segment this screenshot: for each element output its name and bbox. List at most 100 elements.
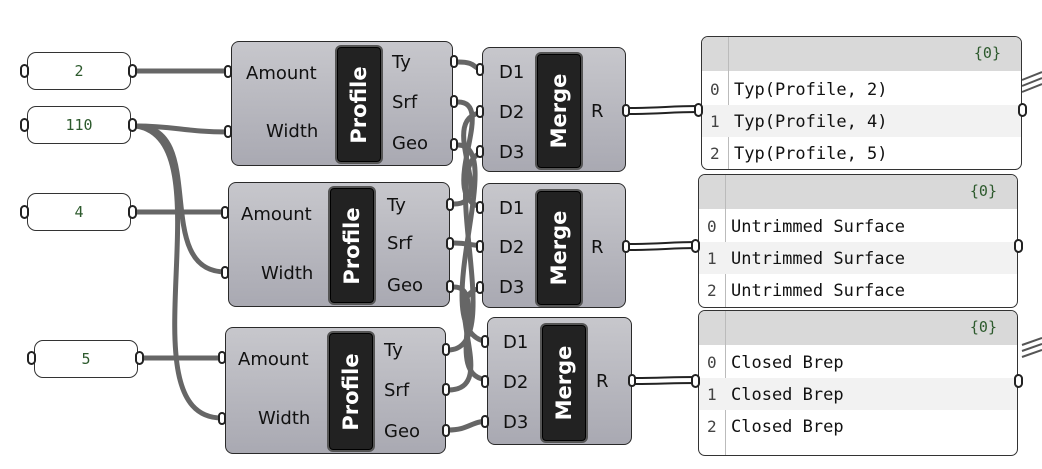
list-item: 0 Typ(Profile, 2) (702, 73, 1021, 105)
input-port[interactable] (221, 206, 229, 219)
panel-input-grip[interactable] (691, 239, 700, 253)
panel-input-grip[interactable] (20, 64, 29, 78)
output-port[interactable] (446, 198, 454, 211)
profile-component[interactable]: Amount Width Profile Ty Srf Geo (231, 41, 453, 166)
output-port[interactable] (450, 95, 458, 108)
component-name: Profile (339, 352, 363, 431)
input-port[interactable] (224, 125, 232, 138)
component-name: Merge (547, 73, 571, 149)
input-port[interactable] (476, 201, 484, 214)
input-label-d2: D2 (499, 237, 525, 258)
panel-output-grip[interactable] (135, 351, 144, 365)
component-name-badge: Merge (535, 189, 583, 307)
output-panel-breps[interactable]: {0} 0 Closed Brep 1 Closed Brep 2 Closed… (698, 310, 1018, 456)
input-port[interactable] (476, 105, 484, 118)
panel-output-grip[interactable] (1018, 103, 1027, 117)
output-port[interactable] (442, 424, 450, 437)
component-name: Merge (547, 210, 571, 286)
output-port[interactable] (446, 237, 454, 250)
merge-component[interactable]: D1 D2 D3 Merge R (482, 183, 626, 308)
output-port[interactable] (450, 55, 458, 68)
merge-component[interactable]: D1 D2 D3 Merge R (487, 317, 632, 445)
item-text: Untrimmed Surface (731, 249, 905, 269)
number-panel-2[interactable]: 2 (27, 52, 131, 90)
item-text: Closed Brep (731, 353, 844, 373)
input-port[interactable] (481, 415, 489, 428)
input-label-d1: D1 (499, 62, 525, 83)
output-label-srf: Srf (384, 380, 410, 401)
panel-output-grip[interactable] (1014, 374, 1023, 388)
output-port[interactable] (446, 280, 454, 293)
output-port[interactable] (450, 138, 458, 151)
item-text: Closed Brep (731, 385, 844, 405)
input-port[interactable] (218, 351, 226, 364)
panel-input-grip[interactable] (27, 351, 36, 365)
output-label-geo: Geo (384, 421, 421, 442)
input-label-width: Width (266, 121, 319, 142)
input-port[interactable] (218, 412, 226, 425)
panel-output-grip[interactable] (128, 64, 137, 78)
number-value: 4 (74, 203, 84, 221)
component-name-badge: Merge (540, 323, 588, 443)
number-panel-4[interactable]: 4 (27, 193, 131, 231)
item-index: 2 (707, 417, 717, 436)
panel-input-grip[interactable] (694, 103, 703, 117)
item-text: Typ(Profile, 2) (734, 80, 888, 100)
output-label-ty: Ty (387, 195, 406, 216)
output-port[interactable] (622, 104, 630, 117)
panel-input-grip[interactable] (20, 118, 29, 132)
item-index: 0 (710, 80, 720, 99)
input-port[interactable] (476, 63, 484, 76)
panel-output-grip[interactable] (128, 118, 137, 132)
wire-110-to-width-3 (133, 123, 225, 421)
panel-input-grip[interactable] (20, 205, 29, 219)
panel-input-grip[interactable] (691, 374, 700, 388)
number-panel-110[interactable]: 110 (27, 106, 131, 144)
input-port[interactable] (476, 281, 484, 294)
list-item: 2 Untrimmed Surface (699, 274, 1017, 306)
output-port[interactable] (622, 240, 630, 253)
list-item: 2 Closed Brep (699, 410, 1017, 442)
input-port[interactable] (224, 65, 232, 78)
component-name-badge: Profile (328, 186, 376, 305)
output-port[interactable] (628, 374, 636, 387)
input-label-d3: D3 (503, 412, 529, 433)
item-index: 1 (707, 249, 717, 268)
output-panel-types[interactable]: {0} 0 Typ(Profile, 2) 1 Typ(Profile, 4) … (701, 36, 1022, 170)
output-label-ty: Ty (392, 52, 411, 73)
wire-110-to-width-2 (133, 123, 229, 275)
output-label-r: R (591, 237, 604, 258)
list-item: 1 Typ(Profile, 4) (702, 105, 1021, 137)
input-port[interactable] (221, 266, 229, 279)
input-label-d1: D1 (499, 198, 525, 219)
item-index: 0 (707, 353, 717, 372)
profile-component[interactable]: Amount Width Profile Ty Srf Geo (228, 182, 450, 307)
component-name-badge: Profile (335, 45, 383, 164)
panel-output-grip[interactable] (128, 205, 137, 219)
input-port[interactable] (476, 240, 484, 253)
number-value: 110 (65, 116, 93, 134)
data-path: {0} (969, 182, 997, 200)
output-port[interactable] (442, 343, 450, 356)
input-port[interactable] (481, 375, 489, 388)
merge-component[interactable]: D1 D2 D3 Merge R (482, 47, 626, 172)
panel-output-grip[interactable] (1014, 239, 1023, 253)
input-label-amount: Amount (241, 204, 312, 225)
output-label-srf: Srf (392, 92, 418, 113)
profile-component[interactable]: Amount Width Profile Ty Srf Geo (225, 327, 446, 454)
component-name: Profile (340, 206, 364, 285)
component-name: Profile (347, 65, 371, 144)
index-separator (728, 37, 729, 169)
list-item: 2 Typ(Profile, 5) (702, 137, 1021, 169)
output-panel-surfaces[interactable]: {0} 0 Untrimmed Surface 1 Untrimmed Surf… (698, 174, 1018, 308)
list-item: 1 Closed Brep (699, 378, 1017, 410)
input-label-d1: D1 (503, 332, 529, 353)
output-port[interactable] (442, 383, 450, 396)
number-panel-5[interactable]: 5 (34, 340, 138, 378)
wire-srf3-d3m2 (445, 285, 491, 393)
item-index: 0 (707, 217, 717, 236)
item-text: Closed Brep (731, 417, 844, 437)
input-port[interactable] (476, 145, 484, 158)
output-label-r: R (591, 101, 604, 122)
input-port[interactable] (481, 335, 489, 348)
